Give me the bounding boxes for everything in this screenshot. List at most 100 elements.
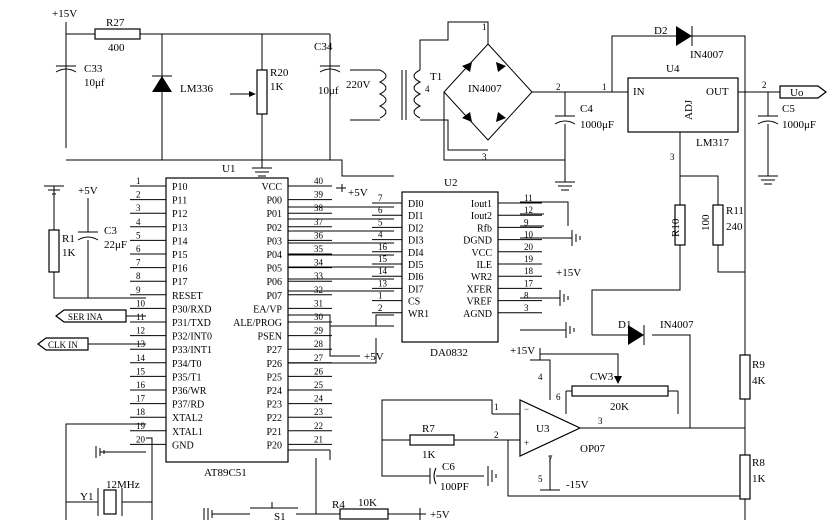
u2-pin-name: WR1 [408,309,429,320]
u3-pin3: 3 [598,416,603,426]
u1-pin-name: P24 [266,386,282,397]
u3-pin6: 6 [556,392,561,402]
u1-pin-number: 24 [314,394,324,404]
u1-pin-number: 22 [314,421,323,431]
u2-pin-name: DI2 [408,223,424,234]
bridge-label: IN4007 [468,83,502,95]
u1-pin-number: 17 [136,394,146,404]
u4-name: LM317 [696,137,730,149]
c6-label: C6 [442,461,455,473]
u1-pin-number: 26 [314,366,324,376]
u1-pin-name: P31/TXD [172,318,211,329]
s1-label: S1 [274,511,286,520]
u1-pin-name: P05 [266,264,282,275]
ser-ina-flag [55,309,127,323]
c33-capacitor [55,65,77,73]
u1-pin-number: 10 [136,298,146,308]
u1-pin-number: 21 [314,434,323,444]
y1-value: 12MHz [106,479,140,491]
u2-pin-number: 18 [524,266,534,276]
u1-pin-name: P11 [172,196,187,207]
u4-label: U4 [666,63,680,75]
u2-pin-number: 2 [378,303,383,313]
u1-pin-number: 5 [136,230,141,240]
u1-name: AT89C51 [204,467,247,479]
r4-supply: +5V [430,509,450,520]
u1-pin-name: P27 [266,345,282,356]
u2-pin-number: 11 [524,193,533,203]
u2-pin-name: ILE [476,260,492,271]
u2-pin-name: Iout2 [471,211,492,222]
u1-pin-name: VCC [261,182,282,193]
u1-pin-name: P12 [172,209,188,220]
u1-vcc-supply: +5V [348,187,368,199]
bridge-pin3: 3 [482,152,487,162]
reset-vcc: +5V [78,185,98,197]
u2-pin-number: 6 [378,205,383,215]
u1-pin-name: GND [172,440,194,451]
u1-pin-number: 30 [314,312,324,322]
u1-pin-name: P30/RXD [172,304,211,315]
r8-value: 1K [752,473,766,485]
transformer-secondary [413,69,422,119]
u1-pin-number: 8 [136,271,141,281]
v220-label: 220V [346,79,371,91]
ground-symbol [520,230,581,246]
u1-right-pins: 40VCC39P0038P0137P0236P0335P0434P0533P06… [233,176,332,451]
r11-resistor [712,204,724,246]
d1-label: D1 [618,319,631,331]
u1-pin-name: P26 [266,359,282,370]
u2-pin-name: Rfb [477,223,492,234]
c6-value: 100PF [440,481,469,493]
reference-section: +15V R27 400 C33 10μf LM336 R20 1K C34 1… [52,8,394,177]
u2-pin-number: 7 [378,193,383,203]
u2-pin-number: 4 [378,230,383,240]
r1-label: R1 [62,233,75,245]
u2-pin-number: 17 [524,278,534,288]
vm15-label: -15V [566,479,589,491]
u2-pin-name: CS [408,297,420,308]
u4-out: OUT [706,86,729,98]
c3-label: C3 [104,225,117,237]
lm336-diode [152,76,172,92]
u3-pin1: 1 [494,402,499,412]
u1-pin-name: P36/WR [172,386,207,397]
u1-pin-name: P35/T1 [172,372,201,383]
cw3-potentiometer [571,385,669,397]
c3-value: 22μF [104,239,127,251]
u2-box [401,191,499,343]
u1-pin-name: P01 [266,209,282,220]
c4-label: C4 [580,103,593,115]
t1-label: T1 [430,71,442,83]
u2-pin-name: DGND [463,236,492,247]
u1-pin-name: P03 [266,236,282,247]
u3-pin5: 5 [538,474,543,484]
d1-diode [628,325,644,345]
u3-pin2: 2 [494,430,499,440]
u1-pin-number: 23 [314,407,324,417]
u2-pin-number: 10 [524,230,534,240]
u2-pin-name: DI5 [408,260,424,271]
u1-pin-number: 9 [136,285,141,295]
u2-pin-number: 16 [378,242,388,252]
u2-pin-number: 13 [378,278,388,288]
u1-pin-name: P02 [266,223,282,234]
u1-pin-number: 4 [136,217,141,227]
u2-pin-number: 19 [524,254,534,264]
u1-pin-number: 15 [136,366,146,376]
u1-pin-number: 6 [136,244,141,254]
c33-value: 10μf [84,77,105,89]
r9-label: R9 [752,359,765,371]
u2-left-pins: 7DI06DI15DI24DI316DI415DI514DI613DI71CS2… [372,193,429,320]
y1-crystal [103,489,117,515]
op-supply: +15V [510,345,535,357]
u1-pin-name: P14 [172,236,188,247]
r7-value: 1K [422,449,436,461]
c34-value: 10μf [318,85,339,97]
u1-pin-number: 14 [136,353,146,363]
r27-label: R27 [106,17,125,29]
u4-in: IN [633,86,645,98]
r27-resistor [94,28,141,40]
r20-value: 1K [270,81,284,93]
clk-in-label: CLK IN [48,340,78,350]
